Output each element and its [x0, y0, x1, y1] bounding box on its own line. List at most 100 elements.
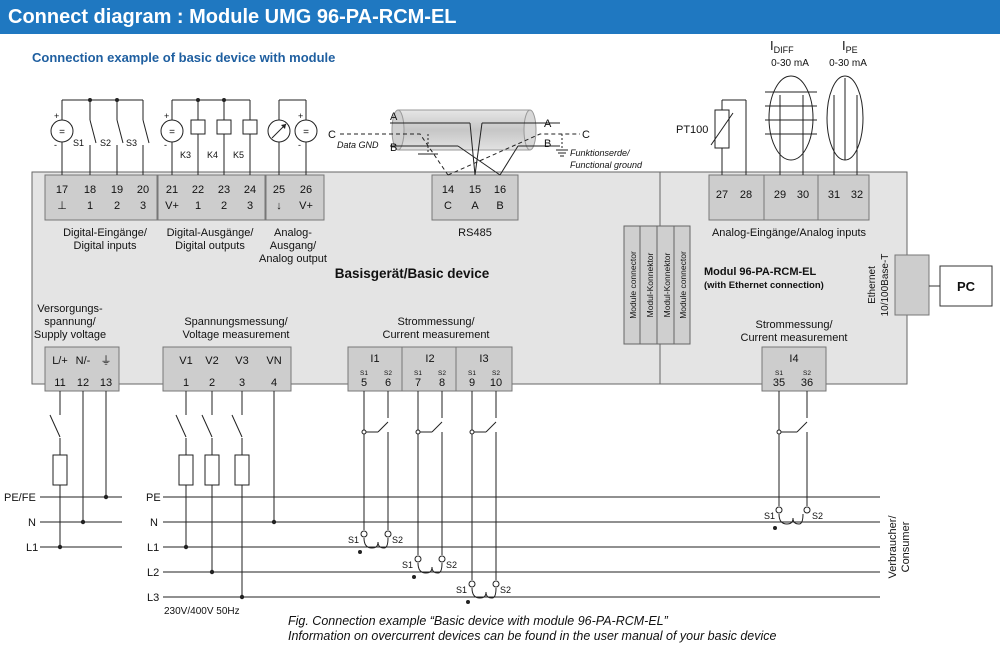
svg-text:A: A — [471, 200, 479, 212]
module-connector-label: Module connector — [678, 251, 688, 319]
svg-text:↓: ↓ — [276, 200, 282, 212]
switch-label: S1 — [73, 138, 84, 148]
svg-text:S1: S1 — [775, 370, 783, 377]
current-terminals: I1 I2 I3 S1 S2 S1 S2 S1 S2 5 6 7 8 9 10 — [347, 346, 513, 392]
svg-text:16: 16 — [494, 184, 506, 196]
svg-text:17: 17 — [56, 184, 68, 196]
meter-icon — [267, 119, 291, 143]
svg-text:N/-: N/- — [76, 355, 91, 367]
svg-text:3: 3 — [239, 377, 245, 389]
svg-text:V+: V+ — [165, 200, 179, 212]
svg-text:S2: S2 — [438, 370, 446, 377]
svg-text:15: 15 — [469, 184, 481, 196]
idiff-range-label: 0-30 mA — [771, 58, 809, 69]
voltage-terminals: V1 V2 V3 VN 1 2 3 4 — [162, 346, 292, 392]
switch-label: S2 — [100, 138, 111, 148]
mains-voltage-label: 230V/400V 50Hz — [164, 606, 240, 617]
idiff-label: IDIFF — [770, 38, 794, 55]
supply-terminals: L/+ N/- ⏚ 11 12 13 — [44, 346, 120, 392]
ct-s2-label: S2 — [812, 511, 823, 521]
svg-text:V3: V3 — [235, 355, 248, 367]
svg-text:4: 4 — [271, 377, 277, 389]
l3-label: L3 — [147, 592, 159, 604]
voltage-meas-label: Voltage measurement — [182, 329, 289, 341]
module-current-meas-label: Strommessung/ — [755, 319, 833, 331]
pe-ct-icon — [826, 75, 864, 161]
cable-a-label: A — [390, 111, 398, 123]
svg-text:19: 19 — [111, 184, 123, 196]
relay-label: K3 — [180, 150, 191, 160]
relay-coil-icon — [190, 119, 206, 135]
svg-text:=: = — [169, 127, 175, 138]
svg-text:⏚: ⏚ — [101, 354, 112, 367]
svg-text:30: 30 — [797, 189, 809, 201]
ct-s1-label: S1 — [348, 535, 359, 545]
svg-text:1: 1 — [195, 200, 201, 212]
page-title: Connect diagram : Module UMG 96-PA-RCM-E… — [8, 6, 457, 28]
digital-input-terminals: 17 18 19 20 ⊥ 1 2 3 — [44, 174, 158, 221]
svg-text:1: 1 — [87, 200, 93, 212]
cable-c-label: C — [328, 129, 336, 141]
digital-output-terminals: 21 22 23 24 V+ 1 2 3 — [157, 174, 266, 221]
svg-text:-: - — [164, 140, 167, 150]
svg-text:+: + — [298, 111, 303, 121]
pc-box — [939, 265, 993, 307]
diagram-subtitle: Connection example of basic device with … — [32, 50, 336, 65]
module-current-terminals: I4 S1 S2 35 36 — [761, 346, 827, 392]
functional-ground-label: Funktionserde/ — [570, 148, 631, 158]
svg-text:9: 9 — [469, 377, 475, 389]
svg-text:L/+: L/+ — [52, 355, 68, 367]
svg-text:32: 32 — [851, 189, 863, 201]
cable-c-label: C — [582, 129, 590, 141]
n-label: N — [28, 517, 36, 529]
ipe-range-label: 0-30 mA — [829, 58, 867, 69]
digital-inputs-label: Digital-Eingänge/ — [63, 227, 148, 239]
analog-input-wiring — [721, 95, 858, 175]
rs485-cable — [391, 109, 537, 151]
digital-outputs-label: Digital-Ausgänge/ — [167, 227, 255, 239]
svg-text:5: 5 — [361, 377, 367, 389]
svg-text:I2: I2 — [425, 353, 434, 365]
svg-text:=: = — [59, 127, 65, 138]
fuse-icon — [178, 454, 194, 486]
rs485-wiring — [340, 122, 580, 176]
ct-s1-label: S1 — [402, 560, 413, 570]
svg-text:21: 21 — [166, 184, 178, 196]
svg-text:1: 1 — [183, 377, 189, 389]
svg-text:V1: V1 — [179, 355, 192, 367]
supply-label: Supply voltage — [34, 329, 106, 341]
digital-inputs-label: Digital inputs — [74, 240, 137, 252]
relay-label: K4 — [207, 150, 218, 160]
svg-text:2: 2 — [221, 200, 227, 212]
svg-text:14: 14 — [442, 184, 454, 196]
svg-text:VN: VN — [266, 355, 281, 367]
supply-label: Versorgungs- — [37, 303, 103, 315]
fuse-icon — [52, 454, 68, 486]
consumer-label: Verbraucher/ — [887, 515, 899, 579]
pt100-label: PT100 — [676, 124, 708, 136]
pc-label: PC — [957, 279, 976, 294]
svg-text:2: 2 — [114, 200, 120, 212]
ethernet-label: 10/100Base-T — [880, 254, 891, 317]
junction-dots — [57, 494, 277, 600]
title-bar: Connect diagram : Module UMG 96-PA-RCM-E… — [0, 0, 1000, 34]
ethernet-port — [894, 254, 930, 316]
relay-coil-icon — [242, 119, 258, 135]
module-connector-label: Module connector — [628, 251, 638, 319]
consumer-label: Consumer — [900, 521, 912, 572]
ct-s1-label: S1 — [764, 511, 775, 521]
mains-lines — [40, 496, 880, 598]
svg-text:⊥: ⊥ — [57, 200, 67, 212]
voltage-meas-label: Spannungsmessung/ — [184, 316, 288, 328]
analog-output-terminals: 25 26 ↓ V+ — [265, 174, 325, 221]
module-name-label: Modul 96-PA-RCM-EL — [704, 266, 817, 278]
cable-b-label: B — [390, 142, 397, 154]
analog-inputs-label: Analog-Eingänge/Analog inputs — [712, 227, 867, 239]
analog-output-label: Analog- — [274, 227, 312, 239]
fuse-icon — [234, 454, 250, 486]
svg-text:S2: S2 — [803, 370, 811, 377]
svg-text:S1: S1 — [414, 370, 422, 377]
supply-label: spannung/ — [44, 316, 96, 328]
svg-text:S2: S2 — [492, 370, 500, 377]
